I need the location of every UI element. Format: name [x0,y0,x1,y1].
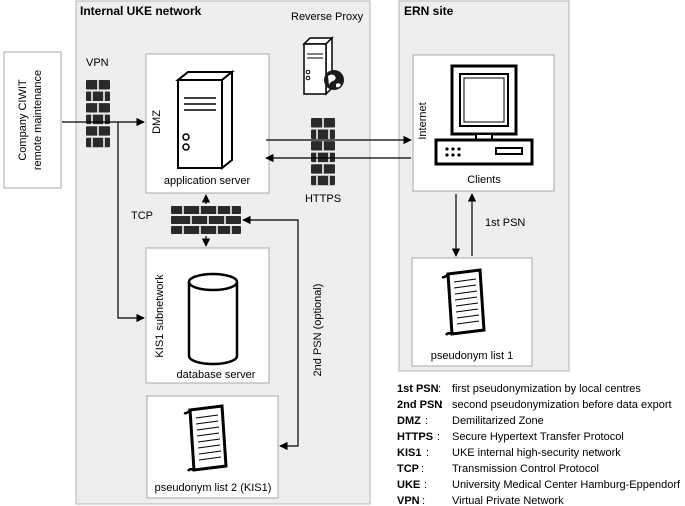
vpn-label: VPN [86,57,109,69]
legend-term: HTTPS [397,431,433,443]
legend-desc: first pseudonymization by local centres [452,383,641,395]
legend-colon: : [424,479,427,491]
legend-colon: : [425,415,428,427]
legend: 1st PSN : first pseudonymization by loca… [397,383,681,506]
legend-row: 1st PSN : first pseudonymization by loca… [397,383,641,395]
legend-term: 1st PSN [397,383,439,395]
connectors [62,117,477,451]
legend-desc: Demilitarized Zone [452,415,544,427]
legend-term: DMZ [397,415,421,427]
legend-colon: : [437,431,440,443]
kis1-subnetwork-label: KIS1 subnetwork [154,274,166,358]
legend-term: 2nd PSN [397,399,442,411]
legend-row: DMZ : Demilitarized Zone [397,415,544,427]
legend-row: KIS1 : UKE internal high-security networ… [397,447,621,459]
second-psn-label: 2nd PSN (optional) [312,284,324,377]
internet-label: Internet [417,102,429,139]
legend-row: TCP : Transmission Control Protocol [397,463,599,475]
document-icon [441,268,486,336]
reverse-proxy-label: Reverse Proxy [291,11,364,23]
clients-label: Clients [467,174,501,186]
dmz-label: DMZ [151,110,163,134]
legend-desc: University Medical Center Hamburg-Eppend… [452,479,681,491]
ern-zone-title: ERN site [404,4,454,18]
legend-desc: Virtual Private Network [452,495,564,506]
legend-desc: Transmission Control Protocol [452,463,599,475]
legend-desc: Secure Hypertext Transfer Protocol [452,431,624,443]
legend-row: HTTPS : Secure Hypertext Transfer Protoc… [397,431,624,443]
internal-zone-title: Internal UKE network [80,4,202,18]
legend-colon: : [422,495,425,506]
pseudonym-list-1-label: pseudonym list 1 [431,350,514,362]
company-name-label: Company CIWIT [17,79,29,161]
https-label: HTTPS [305,193,341,205]
legend-colon: : [426,447,429,459]
company-role-label: remote maintenance [32,70,44,170]
server-icon [175,69,235,171]
application-server-label: application server [164,175,251,187]
tcp-firewall-icon [171,206,241,234]
legend-desc: second pseudonymization before data expo… [452,399,672,411]
legend-colon: : [421,463,424,475]
legend-row: VPN : Virtual Private Network [397,495,564,506]
legend-term: KIS1 [397,447,421,459]
tcp-label: TCP [131,210,153,222]
legend-colon: : [438,383,441,395]
legend-term: UKE [397,479,420,491]
legend-row: UKE : University Medical Center Hamburg-… [397,479,681,491]
database-cylinder-icon [187,272,239,366]
legend-row: 2nd PSN : second pseudonymization before… [397,399,672,411]
legend-term: VPN [397,495,420,506]
database-server-label: database server [177,369,256,381]
legend-colon: : [440,399,443,411]
legend-desc: UKE internal high-security network [452,447,621,459]
document-icon [183,404,228,472]
pseudonym-list-2-label: pseudonym list 2 (KIS1) [155,482,272,494]
legend-term: TCP [397,463,419,475]
reverse-proxy-server-icon [302,36,334,96]
globe-icon [324,70,344,90]
computer-icon [434,64,534,166]
company-box [3,51,62,189]
first-psn-label: 1st PSN [485,217,525,229]
